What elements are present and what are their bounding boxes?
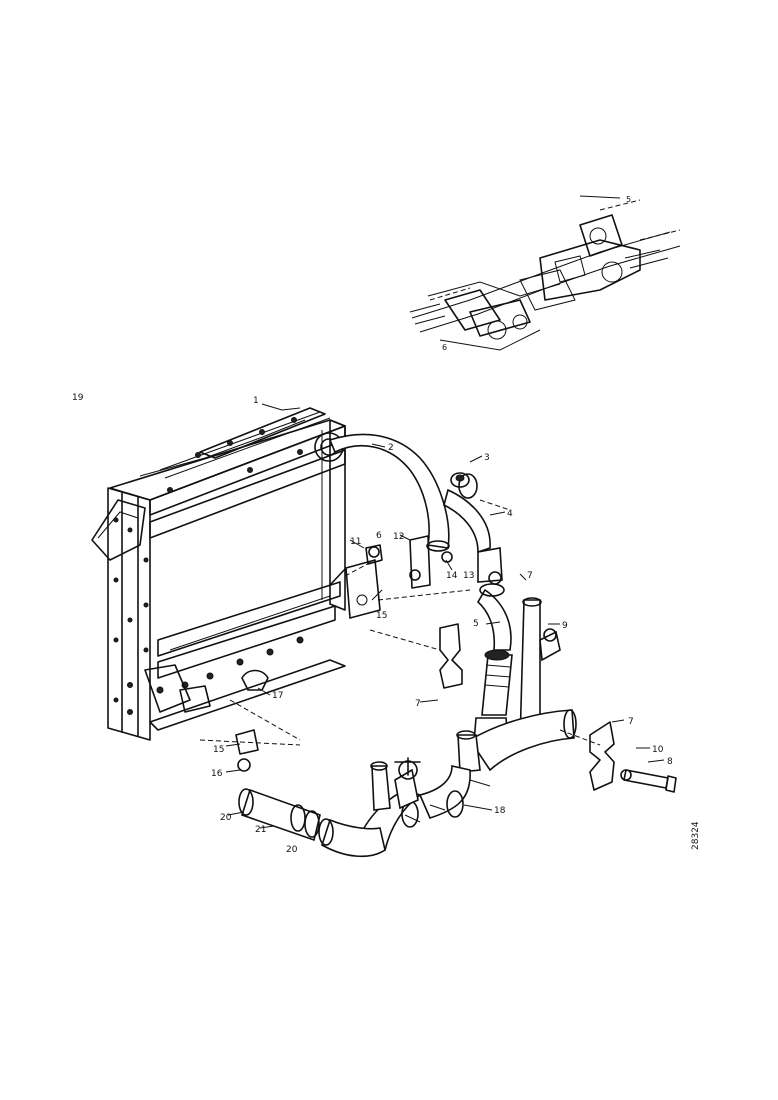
svg-text:5: 5 [626, 195, 631, 204]
callout-labels: 1 2 3 4 5 6 7 7 7 8 9 10 11 12 13 14 15 … [72, 393, 701, 855]
upper-hose [314, 432, 450, 552]
clamp-blocks [365, 535, 677, 793]
callout-15b: 15 [213, 745, 224, 755]
callout-16: 16 [211, 769, 223, 779]
callout-20b: 20 [286, 845, 298, 855]
lower-pipe [238, 709, 577, 858]
reference-number: 28324 [691, 821, 701, 850]
callout-4: 4 [507, 509, 513, 519]
callout-10: 10 [652, 745, 664, 755]
fittings [235, 472, 502, 772]
callout-11: 11 [350, 537, 361, 547]
callout-2: 2 [388, 443, 394, 453]
radiator-assembly [91, 407, 381, 741]
callout-19: 19 [72, 393, 84, 403]
callout-1: 1 [253, 396, 259, 406]
callout-7b: 7 [415, 699, 421, 709]
leader-lines [225, 195, 665, 829]
callout-18: 18 [494, 806, 506, 816]
callout-8: 8 [667, 757, 673, 767]
svg-text:6: 6 [442, 343, 447, 352]
callout-7c: 7 [628, 717, 634, 727]
callout-5: 5 [473, 619, 479, 629]
callout-21: 21 [255, 825, 266, 835]
callout-7a: 7 [527, 571, 533, 581]
callout-17: 17 [272, 691, 283, 701]
side-hose [443, 473, 561, 743]
callout-15a: 15 [376, 611, 387, 621]
callout-3: 3 [484, 453, 490, 463]
callout-12: 12 [393, 532, 404, 542]
callout-13: 13 [463, 571, 474, 581]
callout-20a: 20 [220, 813, 232, 823]
assembly-lines [199, 499, 601, 746]
chassis-overview: 5 6 [409, 195, 681, 352]
callout-14: 14 [446, 571, 458, 581]
callout-6: 6 [376, 531, 382, 541]
callout-9: 9 [562, 621, 568, 631]
